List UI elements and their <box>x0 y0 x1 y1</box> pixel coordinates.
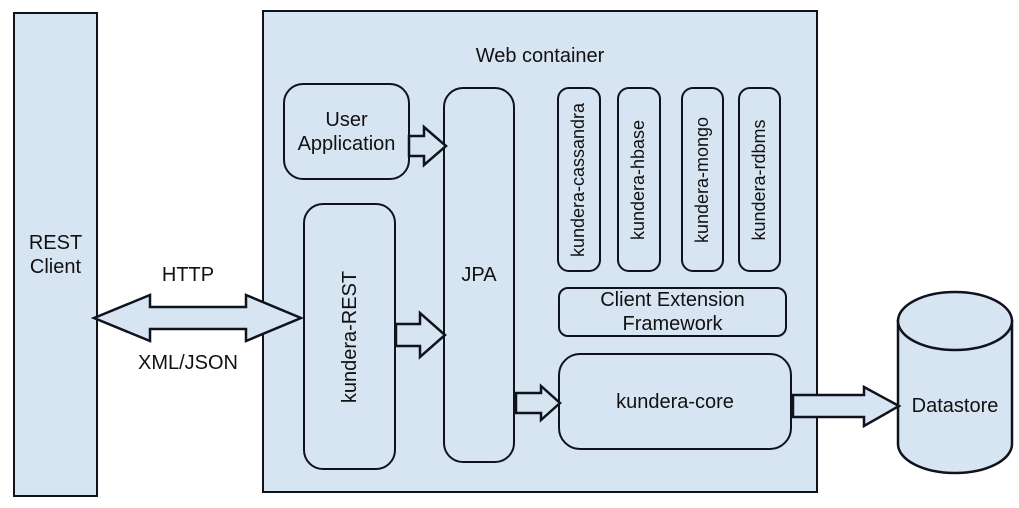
user-application-box: User Application <box>283 83 410 180</box>
http-protocol-label: HTTP <box>161 264 215 286</box>
web-container-title: Web container <box>475 45 605 67</box>
kundera-rdbms-label: kundera-rdbms <box>748 118 769 241</box>
pillar-kundera-rdbms: kundera-rdbms <box>738 87 781 272</box>
kundera-rest-label: kundera-REST <box>338 270 361 403</box>
kundera-hbase-label: kundera-hbase <box>628 119 649 240</box>
kundera-core-box: kundera-core <box>558 353 792 450</box>
rest-client-box: REST Client <box>13 12 98 497</box>
client-extension-framework-label: Client Extension Framework <box>600 289 745 335</box>
jpa-box: JPA <box>443 87 515 463</box>
kundera-mongo-label: kundera-mongo <box>691 116 712 243</box>
kundera-rest-box: kundera-REST <box>303 203 396 470</box>
pillar-kundera-hbase: kundera-hbase <box>617 87 661 272</box>
user-application-label: User Application <box>297 108 396 155</box>
client-extension-framework-box: Client Extension Framework <box>558 287 787 337</box>
datastore-cylinder-top <box>896 290 1014 352</box>
xml-json-payload-label: XML/JSON <box>137 352 239 374</box>
datastore-label: Datastore <box>911 395 999 417</box>
jpa-label: JPA <box>461 264 497 286</box>
kundera-core-label: kundera-core <box>616 390 734 413</box>
pillar-kundera-cassandra: kundera-cassandra <box>557 87 601 272</box>
rest-client-label: REST Client <box>28 231 83 278</box>
pillar-kundera-mongo: kundera-mongo <box>681 87 724 272</box>
kundera-cassandra-label: kundera-cassandra <box>568 102 589 257</box>
